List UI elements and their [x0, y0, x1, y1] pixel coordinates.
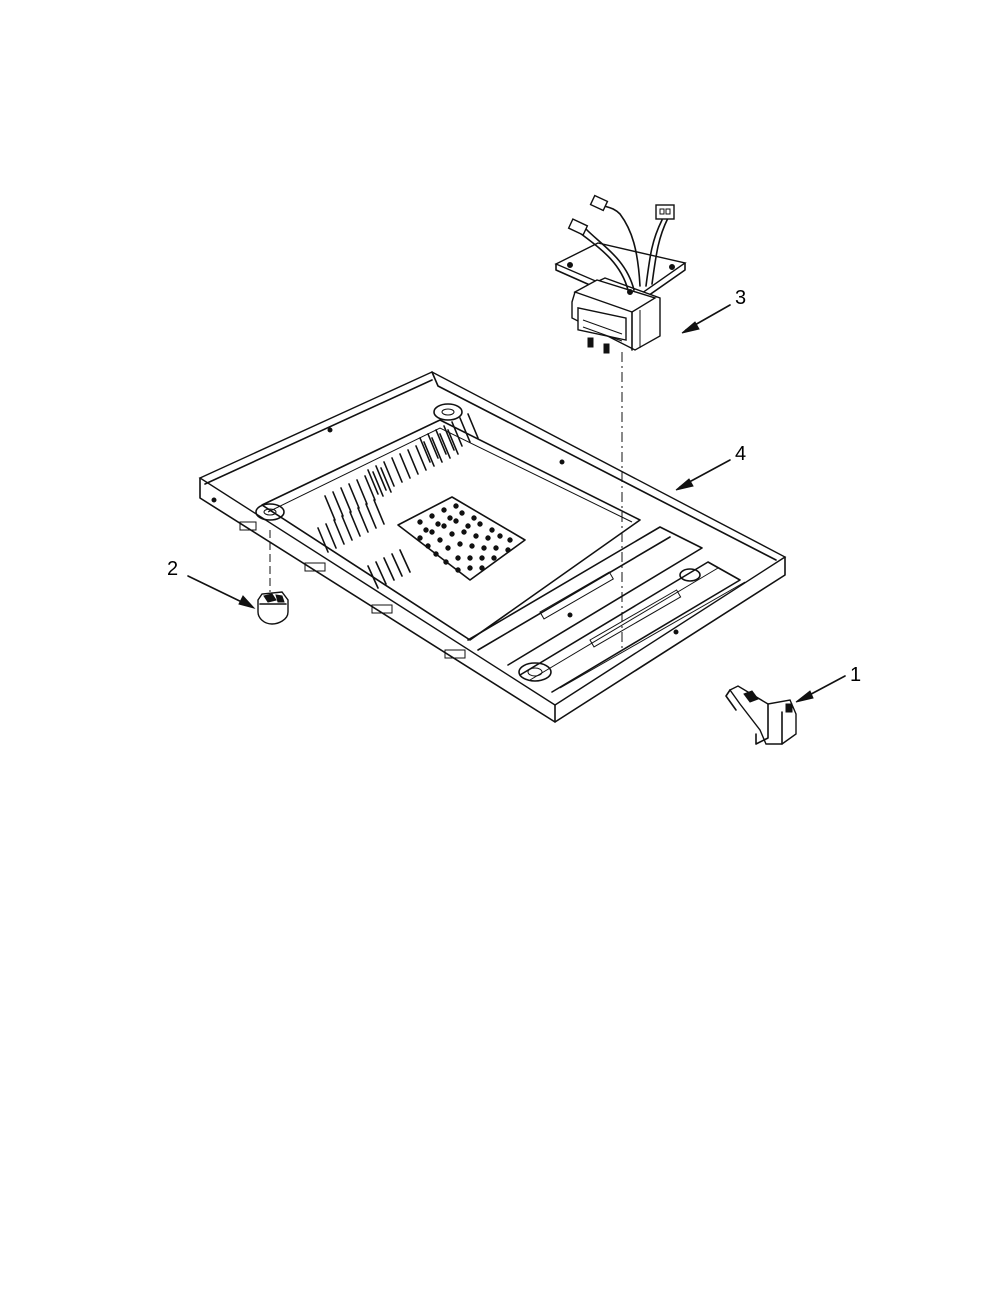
- callout-2: 2: [167, 558, 256, 609]
- transformer-icon: [554, 194, 687, 354]
- callout-1: 1: [795, 664, 861, 703]
- callout-label-1: 1: [850, 664, 861, 686]
- callout-label-3: 3: [735, 287, 746, 309]
- base-plate-icon: [198, 371, 787, 723]
- callout-label-2: 2: [167, 558, 178, 580]
- switch-bracket-icon: [725, 685, 797, 745]
- foot-icon: [257, 591, 289, 625]
- callout-label-4: 4: [735, 443, 746, 465]
- callout-4: 4: [675, 443, 746, 491]
- callout-3: 3: [681, 287, 746, 334]
